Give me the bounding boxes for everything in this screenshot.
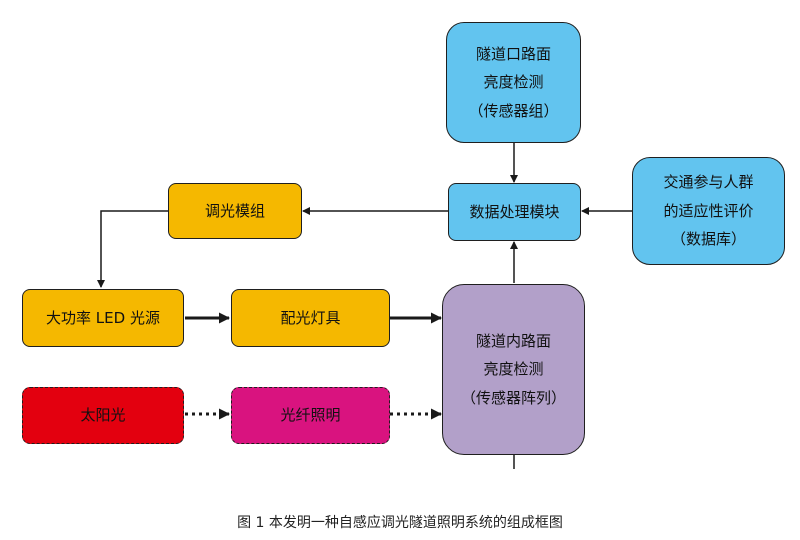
node-sunlight: 太阳光 [22,387,184,444]
interior-sensor-line-1: 隧道内路面 [475,331,551,350]
entrance-sensor-line-2: 亮度检测 [483,73,544,92]
traffic-db-line-3: （数据库） [670,230,746,249]
led-source-label: 大功率 LED 光源 [46,308,160,327]
node-traffic-db: 交通参与人群 的适应性评价 （数据库） [632,157,785,265]
luminaire-label: 配光灯具 [280,308,341,327]
entrance-sensor-line-3: （传感器组） [468,101,559,120]
traffic-db-line-1: 交通参与人群 [663,173,754,192]
interior-sensor-line-3: （传感器阵列） [460,388,566,407]
node-dimming-module: 调光模组 [168,183,302,239]
node-interior-sensor: 隧道内路面 亮度检测 （传感器阵列） [442,284,585,455]
figure-caption: 图 1 本发明一种自感应调光隧道照明系统的组成框图 [237,515,563,531]
edge-dimming-to-led [97,210,168,288]
node-entrance-sensor: 隧道口路面 亮度检测 （传感器组） [446,22,581,143]
dimming-module-label: 调光模组 [204,201,265,220]
fiber-lighting-label: 光纤照明 [280,406,341,425]
sunlight-label: 太阳光 [80,406,126,425]
entrance-sensor-line-1: 隧道口路面 [475,44,551,63]
node-luminaire: 配光灯具 [231,289,390,347]
node-led-source: 大功率 LED 光源 [22,289,184,347]
traffic-db-line-2: 的适应性评价 [663,201,754,220]
node-data-module: 数据处理模块 [448,183,581,241]
data-module-label: 数据处理模块 [469,202,560,221]
node-fiber-lighting: 光纤照明 [231,387,390,444]
interior-sensor-line-2: 亮度检测 [483,360,544,379]
